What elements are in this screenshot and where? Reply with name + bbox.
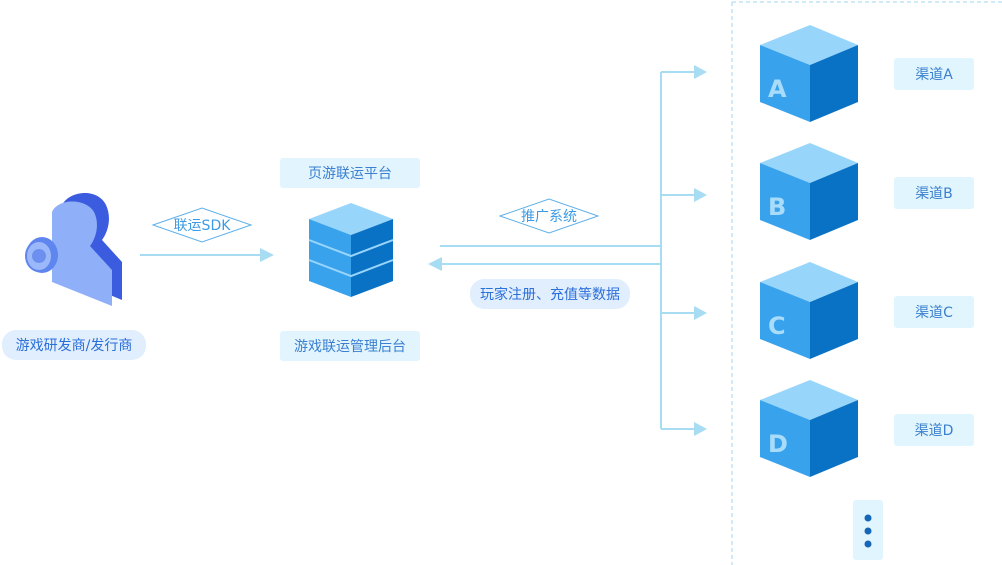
more-vertical-icon[interactable]: [853, 500, 883, 560]
channel-cube-b: B: [760, 143, 858, 240]
developer-label: 游戏研发商/发行商: [2, 330, 146, 360]
promotion-label: 推广系统: [521, 209, 577, 225]
sdk-diamond: [151, 207, 253, 243]
server-stack-icon: [308, 203, 394, 297]
sdk-arrow: [140, 248, 274, 262]
channel-cube-c: C: [760, 262, 858, 359]
channel-cube-letter: B: [768, 193, 786, 221]
user-gamepad-icon: [25, 192, 122, 306]
sdk-label: 联运SDK: [173, 218, 231, 234]
branch-arrow-d: [661, 422, 707, 436]
channel-label-a: 渠道A: [894, 58, 974, 90]
platform-top-label: 页游联运平台: [280, 158, 420, 188]
branch-arrow-a: [661, 65, 707, 79]
channel-label-d: 渠道D: [894, 414, 974, 446]
feedback-arrow: [428, 257, 661, 271]
channel-cube-a: A: [760, 25, 858, 122]
channel-label-c: 渠道C: [894, 296, 974, 328]
channel-label-b: 渠道B: [894, 177, 974, 209]
channel-cube-letter: C: [768, 312, 786, 340]
channel-cube-letter: D: [768, 430, 788, 458]
channel-cube-d: D: [760, 380, 858, 477]
branch-arrow-c: [661, 306, 707, 320]
promotion-diamond: [498, 198, 600, 234]
feedback-label: 玩家注册、充值等数据: [470, 279, 630, 309]
branch-arrow-b: [661, 188, 707, 202]
channel-cube-letter: A: [768, 75, 787, 103]
platform-bottom-label: 游戏联运管理后台: [280, 331, 420, 361]
